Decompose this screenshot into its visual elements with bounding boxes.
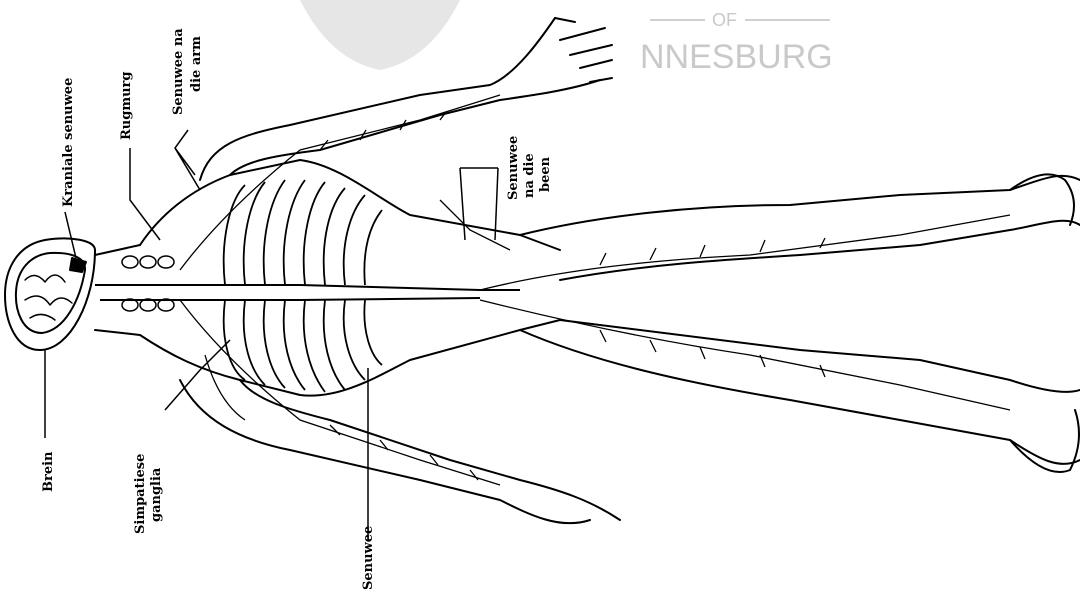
- label-senuwee-na-die-been-1: Senuwee: [506, 136, 521, 200]
- arm-lower-inner: [240, 380, 620, 520]
- spinal-cord: [95, 285, 520, 290]
- label-senuwee-na-die-been-3: been: [538, 156, 553, 192]
- peripheral-nerves: [180, 95, 1010, 485]
- label-kraniale-senuwee: Kraniale senuwee: [61, 78, 76, 207]
- brain-folds: [25, 275, 72, 320]
- neck: [95, 245, 140, 335]
- label-senuwee: Senuwee: [361, 526, 376, 590]
- neck-vertebrae: [122, 256, 174, 311]
- body-figure: [5, 18, 1080, 523]
- spine-and-ribs: [95, 180, 520, 392]
- leg-lower-outer: [560, 320, 1080, 392]
- label-simpatiese-ganglia-1: Simpatiese: [133, 454, 148, 534]
- labels: Brein Kraniale senuwee Rugmurg Senuwee n…: [41, 28, 553, 590]
- leader-arm: [175, 130, 200, 190]
- watermark-emblem: [300, 0, 460, 70]
- label-simpatiese-ganglia-2: ganglia: [149, 467, 164, 522]
- label-senuwee-na-die-arm-2: die arm: [189, 36, 204, 92]
- hand-upper: [555, 18, 612, 82]
- watermark-line1: OF: [712, 10, 737, 30]
- arm-lower-outer: [180, 380, 590, 523]
- watermark-line2: NNESBURG: [640, 38, 833, 76]
- label-rugmurg: Rugmurg: [119, 72, 134, 141]
- foot-upper: [1010, 174, 1074, 225]
- label-brein: Brein: [41, 451, 56, 492]
- leg-upper-inner: [560, 221, 1080, 280]
- cranial-nerve: [70, 258, 86, 272]
- leg-upper-outer: [520, 176, 1080, 235]
- spinal-cord-lower: [100, 298, 480, 300]
- label-senuwee-na-die-arm-1: Senuwee na: [171, 28, 186, 115]
- head-outline: [5, 238, 95, 350]
- label-senuwee-na-die-been-2: na die: [522, 153, 537, 198]
- leader-lines: [45, 130, 498, 540]
- leader-kraniale: [65, 212, 76, 258]
